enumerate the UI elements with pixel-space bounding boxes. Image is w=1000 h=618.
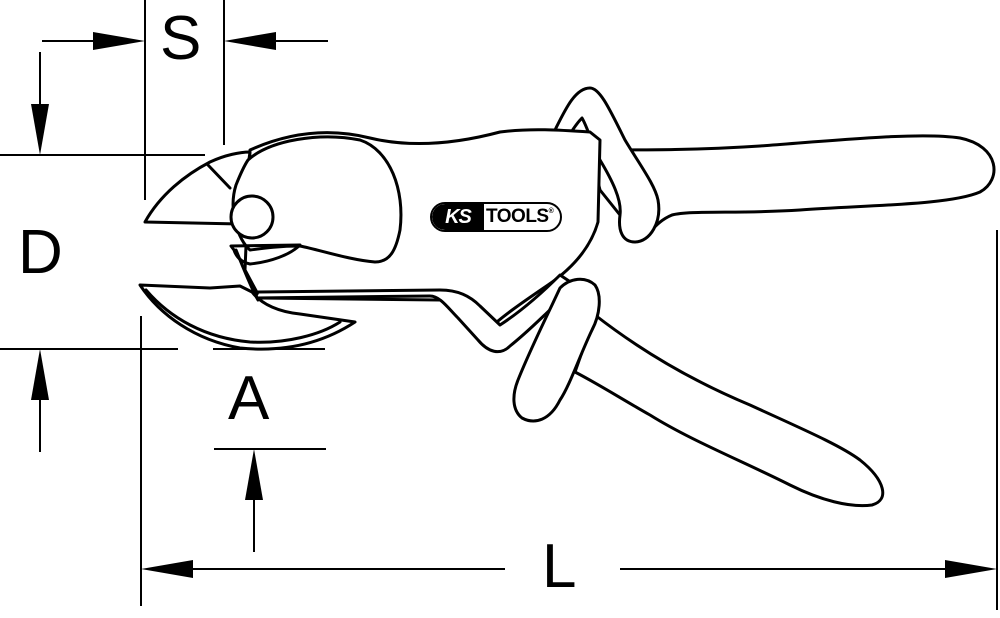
dimension-label-a: A [228, 364, 270, 433]
plier-outline [138, 86, 996, 508]
logo-tools-text: TOOLS [486, 206, 549, 227]
logo-ks-part: KS [432, 204, 484, 230]
arrow-s-left [224, 32, 276, 50]
registered-mark: ® [548, 208, 554, 215]
arrow-d-up [31, 349, 49, 400]
arrow-a-up [245, 449, 263, 500]
lower-jaw [138, 283, 357, 351]
arrow-l-left [141, 560, 193, 578]
ks-tools-logo: KS TOOLS ® [430, 202, 562, 232]
dimension-label-s: S [160, 4, 202, 73]
lower-handle [573, 313, 885, 508]
upper-guard [553, 86, 661, 244]
pivot-bolt [229, 194, 275, 240]
head-cover [231, 135, 403, 264]
dimension-label-d: D [18, 218, 63, 287]
arrow-s-right [93, 32, 145, 50]
upper-handle [588, 134, 996, 242]
arrow-d-down [31, 104, 49, 155]
logo-tools-part: TOOLS ® [484, 204, 560, 230]
arrow-l-right [945, 560, 997, 578]
lower-guard [512, 277, 601, 423]
dimension-label-l: L [542, 532, 577, 601]
upper-jaw [143, 150, 252, 226]
